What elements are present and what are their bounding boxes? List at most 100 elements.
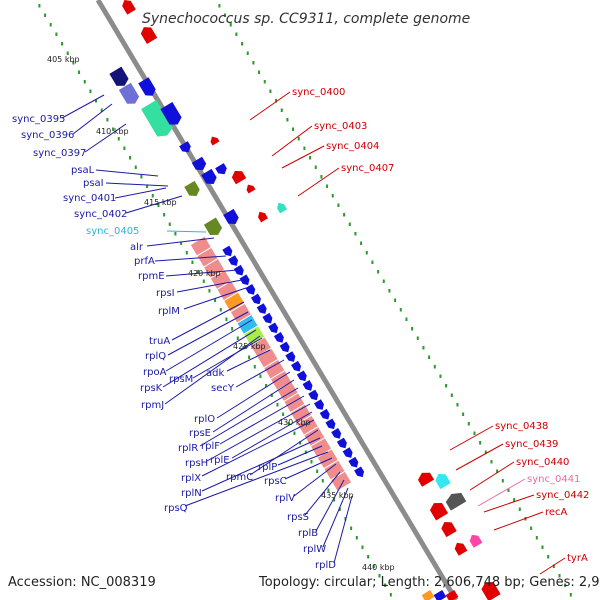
- gene-label[interactable]: psaI: [83, 178, 104, 189]
- gene-label[interactable]: rpsE: [189, 428, 211, 439]
- gene-label[interactable]: rpsC: [264, 476, 287, 487]
- gene-reverse: [258, 211, 268, 223]
- gene-reverse-arrow: [469, 534, 483, 548]
- tick-dot: [112, 127, 115, 131]
- gene-label[interactable]: rplP: [258, 462, 277, 473]
- gene-ribosomal: [324, 460, 345, 480]
- gene-label[interactable]: rplQ: [145, 351, 166, 362]
- gene-label[interactable]: sync_0441: [527, 474, 580, 485]
- leader-line: [249, 91, 291, 121]
- tick-dot: [38, 4, 41, 8]
- gene-ribosomal-body: [291, 404, 311, 424]
- gene-forward-small-arrow: [268, 322, 279, 334]
- tick-dot: [185, 251, 188, 255]
- tick-dot: [197, 270, 200, 274]
- gene-forward-small-arrow: [319, 408, 330, 420]
- tick-dot: [276, 403, 279, 407]
- gene-reverse: [469, 534, 483, 548]
- tick-dot: [316, 469, 319, 473]
- gene-label[interactable]: adk: [206, 368, 224, 379]
- gene-ribosomal: [304, 427, 325, 446]
- gene-label[interactable]: rplM: [158, 306, 180, 317]
- gene-forward-arrow: [215, 163, 227, 175]
- gene-forward-small-arrow: [342, 447, 353, 458]
- gene-reverse: [122, 0, 136, 15]
- gene-label[interactable]: rpmC: [226, 472, 253, 483]
- gene-reverse-arrow: [417, 472, 435, 487]
- tick-dot: [384, 583, 387, 587]
- gene-forward-small: [262, 312, 273, 324]
- gene-label[interactable]: rplF: [201, 441, 220, 452]
- gene-label[interactable]: sync_0396: [21, 130, 74, 141]
- gene-bottom-body: [445, 590, 459, 600]
- leader-line: [164, 335, 261, 405]
- gene-label[interactable]: sync_0397: [33, 148, 86, 159]
- gene-label[interactable]: rplE: [210, 455, 230, 466]
- tick-dot: [348, 222, 351, 226]
- gene-ribosomal: [204, 259, 225, 278]
- leader-line: [206, 403, 311, 462]
- tick-dot: [55, 32, 58, 36]
- gene-label[interactable]: sync_0395: [12, 114, 65, 125]
- gene-label[interactable]: psaL: [71, 165, 95, 176]
- gene-label[interactable]: rplO: [194, 414, 215, 425]
- gene-label[interactable]: sync_0439: [505, 439, 558, 450]
- tick-dot: [439, 374, 442, 378]
- gene-label[interactable]: truA: [149, 336, 170, 347]
- gene-label[interactable]: rpmE: [138, 271, 165, 282]
- gene-reverse: [140, 27, 158, 44]
- gene-label[interactable]: sync_0404: [326, 141, 379, 152]
- gene-forward-small: [251, 293, 261, 305]
- gene-label[interactable]: rplW: [303, 544, 326, 555]
- gene-label[interactable]: rpmJ: [141, 400, 164, 411]
- gene-label[interactable]: recA: [545, 507, 568, 518]
- gene-label[interactable]: rpsI: [156, 288, 175, 299]
- gene-label[interactable]: rpsM: [169, 374, 193, 385]
- gene-label[interactable]: rpsH: [185, 458, 208, 469]
- gene-label[interactable]: rpsQ: [164, 503, 188, 514]
- tick-dot: [280, 108, 283, 112]
- gene-label[interactable]: sync_0438: [495, 421, 548, 432]
- gene-label[interactable]: secY: [211, 383, 235, 394]
- tick-dot: [134, 165, 137, 169]
- tick-dot: [361, 545, 364, 549]
- gene-label[interactable]: prfA: [134, 256, 155, 267]
- gene-label[interactable]: sync_0407: [341, 163, 394, 174]
- topology-text: Topology: circular; Length: 2,606,748 bp…: [258, 575, 600, 590]
- tick-dot: [389, 593, 392, 597]
- gene-reverse-arrow: [231, 170, 247, 185]
- tick-dot: [218, 4, 221, 8]
- tick-dot: [310, 460, 313, 464]
- gene-label[interactable]: sync_0405: [86, 226, 139, 237]
- leader-line: [249, 429, 319, 476]
- gene-label[interactable]: rpoA: [143, 367, 167, 378]
- kbp-mark: 425 kbp: [233, 342, 266, 351]
- gene-label[interactable]: rpsK: [140, 383, 163, 394]
- gene-forward-small: [302, 380, 313, 391]
- gene-label[interactable]: sync_0402: [74, 209, 127, 220]
- gene-label[interactable]: sync_0442: [536, 490, 589, 501]
- gene-label[interactable]: tyrA: [567, 553, 588, 564]
- gene-forward-small: [348, 456, 359, 468]
- gene-forward: [203, 217, 223, 236]
- gene-ribosomal: [190, 236, 211, 256]
- gene-label[interactable]: rplR: [178, 443, 198, 454]
- gene-label[interactable]: rpsS: [287, 512, 309, 523]
- gene-forward-small-arrow: [256, 303, 267, 314]
- gene-label[interactable]: rplV: [275, 493, 295, 504]
- tick-dot: [304, 450, 307, 454]
- gene-ribosomal: [224, 292, 245, 312]
- gene-label[interactable]: rplD: [315, 560, 336, 571]
- gene-label[interactable]: rplN: [181, 488, 202, 499]
- gene-label[interactable]: sync_0440: [516, 457, 569, 468]
- leader-line: [216, 371, 291, 419]
- tick-dot: [140, 175, 143, 179]
- gene-label[interactable]: rplB: [298, 528, 318, 539]
- leader-line: [235, 359, 285, 388]
- gene-label[interactable]: rplX: [181, 473, 201, 484]
- gene-label[interactable]: sync_0403: [314, 121, 367, 132]
- gene-label[interactable]: sync_0401: [63, 193, 116, 204]
- gene-label[interactable]: sync_0400: [292, 87, 345, 98]
- gene-label[interactable]: alr: [130, 242, 144, 253]
- tick-dot: [337, 203, 340, 207]
